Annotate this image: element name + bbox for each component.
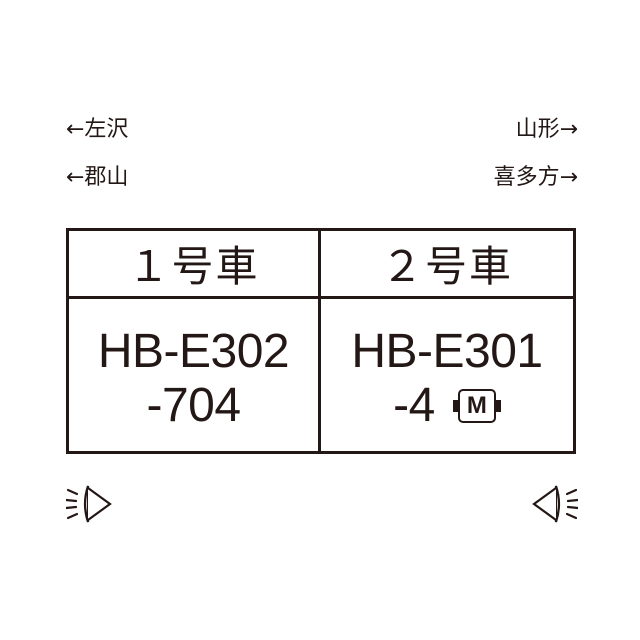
car-1-body: HB-E302 -704 bbox=[69, 299, 321, 451]
car-1-model-line2: -704 bbox=[146, 379, 241, 432]
car-2-header: ２号車 bbox=[321, 231, 573, 299]
headlight-icon bbox=[66, 485, 112, 523]
direction-left-bottom: ←郡山 bbox=[66, 165, 129, 190]
direction-right-bottom: 喜多方→ bbox=[493, 165, 578, 190]
car-1-header: １号車 bbox=[69, 231, 321, 299]
car-1-number: １号車 bbox=[127, 242, 260, 291]
direction-right-top: 山形→ bbox=[515, 117, 578, 142]
car-2-model-line1: HB-E301 bbox=[351, 325, 543, 378]
direction-left-top: ←左沢 bbox=[66, 117, 129, 142]
train-formation-table: １号車 ２号車 HB-E302 -704 HB-E301 -4 M bbox=[66, 228, 576, 454]
motor-mark-tab-left bbox=[452, 400, 458, 412]
car-2-body: HB-E301 -4 M bbox=[321, 299, 573, 451]
motor-mark: M bbox=[457, 389, 496, 423]
car-2-number: ２号車 bbox=[380, 242, 513, 291]
motor-car-icon: M bbox=[452, 389, 501, 423]
car-1-model-line1: HB-E302 bbox=[97, 325, 290, 378]
car-2-model-line2: -4 bbox=[393, 379, 435, 432]
headlight-icon bbox=[532, 485, 578, 523]
car-2-model-line2-row: -4 M bbox=[393, 379, 501, 433]
motor-mark-tab-right bbox=[495, 400, 501, 412]
